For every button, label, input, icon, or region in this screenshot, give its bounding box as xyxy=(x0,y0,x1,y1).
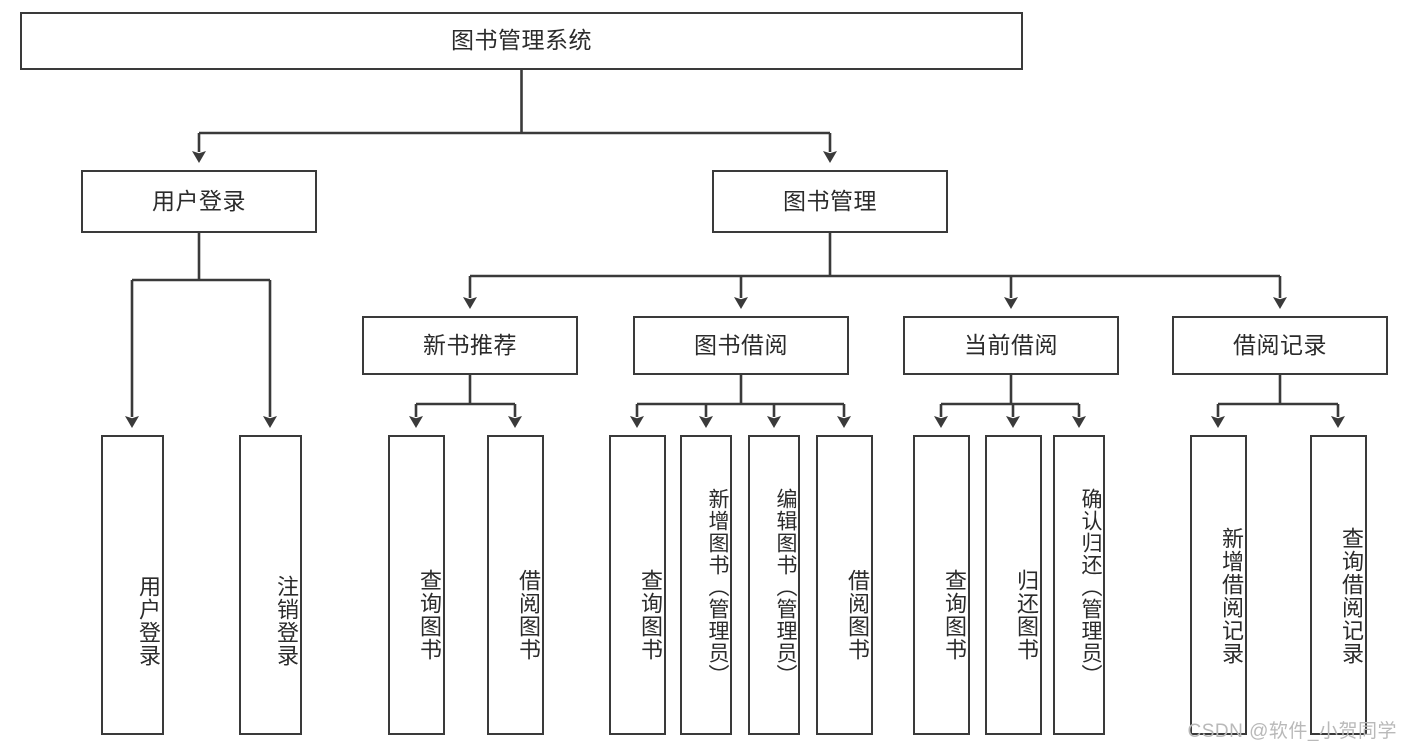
node-leaf-add-record[interactable]: 新增借阅记录 xyxy=(1190,435,1247,735)
node-leaf-query-book-3[interactable]: 查询图书 xyxy=(913,435,970,735)
node-current-borrow[interactable]: 当前借阅 xyxy=(903,316,1119,375)
node-leaf-borrow-book-2-label: 借阅图书 xyxy=(845,569,870,661)
node-root-label: 图书管理系统 xyxy=(451,27,592,54)
node-leaf-add-book[interactable]: 新增图书（管理员） xyxy=(680,435,732,735)
node-leaf-query-book-3-label: 查询图书 xyxy=(942,569,967,661)
node-book-borrow-label: 图书借阅 xyxy=(694,331,788,358)
node-leaf-return-book-label: 归还图书 xyxy=(1014,569,1039,661)
node-leaf-query-book-2[interactable]: 查询图书 xyxy=(609,435,666,735)
node-borrow-record[interactable]: 借阅记录 xyxy=(1172,316,1388,375)
node-leaf-borrow-book-1-label: 借阅图书 xyxy=(516,569,541,661)
node-user-login[interactable]: 用户登录 xyxy=(81,170,317,233)
node-leaf-borrow-book-2[interactable]: 借阅图书 xyxy=(816,435,873,735)
node-borrow-record-label: 借阅记录 xyxy=(1233,331,1327,358)
node-leaf-query-record[interactable]: 查询借阅记录 xyxy=(1310,435,1367,735)
node-new-book-recommend[interactable]: 新书推荐 xyxy=(362,316,578,375)
node-leaf-confirm-return-label: 确认归还（管理员） xyxy=(1079,488,1102,686)
node-leaf-add-book-label: 新增图书（管理员） xyxy=(706,488,729,686)
node-leaf-user-logout-label: 注销登录 xyxy=(274,575,299,667)
node-user-login-label: 用户登录 xyxy=(152,187,246,214)
node-leaf-user-login[interactable]: 用户登录 xyxy=(101,435,164,735)
node-leaf-return-book[interactable]: 归还图书 xyxy=(985,435,1042,735)
node-leaf-add-record-label: 新增借阅记录 xyxy=(1219,527,1244,665)
node-leaf-user-login-label: 用户登录 xyxy=(136,575,161,667)
node-leaf-user-logout[interactable]: 注销登录 xyxy=(239,435,302,735)
node-leaf-query-book-2-label: 查询图书 xyxy=(638,569,663,661)
node-leaf-query-book-1[interactable]: 查询图书 xyxy=(388,435,445,735)
node-new-book-recommend-label: 新书推荐 xyxy=(423,331,517,358)
node-root[interactable]: 图书管理系统 xyxy=(20,12,1023,70)
node-leaf-borrow-book-1[interactable]: 借阅图书 xyxy=(487,435,544,735)
node-book-manage-label: 图书管理 xyxy=(783,187,877,214)
node-leaf-query-record-label: 查询借阅记录 xyxy=(1339,527,1364,665)
node-leaf-query-book-1-label: 查询图书 xyxy=(417,569,442,661)
node-book-borrow[interactable]: 图书借阅 xyxy=(633,316,849,375)
node-leaf-edit-book[interactable]: 编辑图书（管理员） xyxy=(748,435,800,735)
node-book-manage[interactable]: 图书管理 xyxy=(712,170,948,233)
node-leaf-edit-book-label: 编辑图书（管理员） xyxy=(774,488,797,686)
csdn-watermark: CSDN @软件_小贺同学 xyxy=(1187,721,1397,742)
node-leaf-confirm-return[interactable]: 确认归还（管理员） xyxy=(1053,435,1105,735)
node-current-borrow-label: 当前借阅 xyxy=(964,331,1058,358)
